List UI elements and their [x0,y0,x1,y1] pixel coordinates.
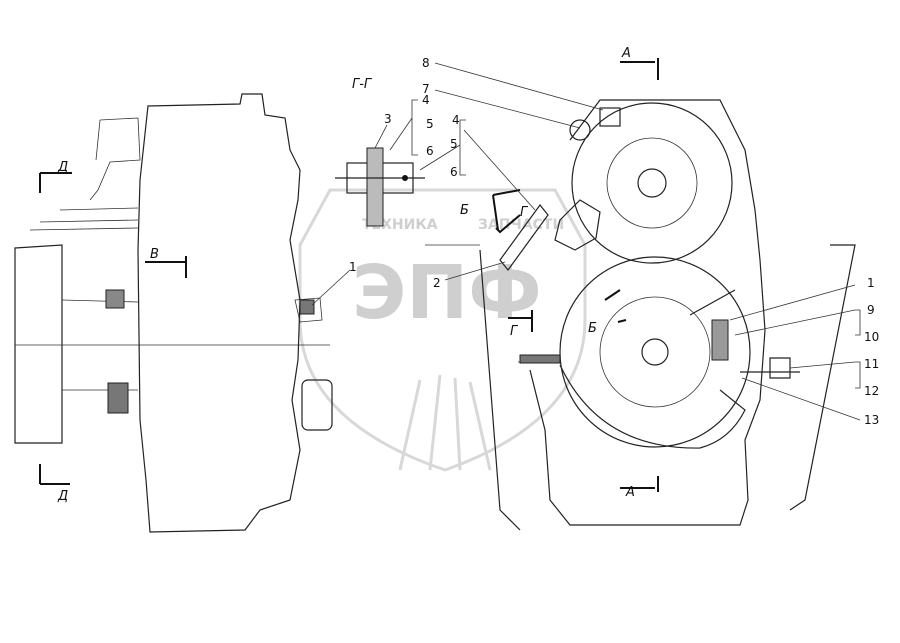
watermark-logo: ЭПФ ТЕХНИКА ЗАПЧАСТИ [298,188,587,472]
callout-7: 7 [422,82,430,96]
section-label-b-lower: Б [588,321,597,336]
section-label-a-top: А [621,46,631,61]
leader-lines [311,62,861,421]
section-markers [39,58,659,492]
left-housing [14,93,333,533]
callout-11: 11 [864,357,879,371]
callout-12: 12 [864,384,879,398]
callout-13: 13 [864,413,879,427]
section-label-v: В [150,247,159,262]
callout-6a: 6 [426,144,434,158]
callout-3: 3 [384,112,392,126]
watermark-subtext-right: ЗАПЧАСТИ [478,217,564,233]
section-label-b-upper: Б [460,203,469,218]
callout-1a: 1 [349,260,357,274]
callout-6b: 6 [450,165,458,179]
section-label-gg: Г-Г [352,77,373,92]
callout-4a: 4 [422,93,430,107]
section-label-g-lower: Г [510,324,519,339]
callout-4b: 4 [452,113,460,127]
callout-8: 8 [422,56,430,70]
callout-10: 10 [864,330,879,344]
section-label-d-top: Д [57,160,68,175]
seal-block-lower [107,382,129,414]
detail-gg [335,147,425,227]
watermark-logo-text: ЭПФ [352,250,542,336]
callout-5b: 5 [450,137,458,151]
section-label-a-bottom: А [625,485,635,500]
section-label-g-upper: Г [520,205,529,220]
seal-block-upper [105,289,125,309]
bracket-lower [301,379,333,431]
label-layer: Г-Г А А Д Д В Б Б Г Г 8 7 4 5 6 3 4 5 6 … [57,46,879,504]
callout-2: 2 [433,276,441,290]
callout-5a: 5 [426,117,434,131]
right-assembly [425,99,856,531]
section-label-d-bottom: Д [57,489,68,504]
callout-9: 9 [867,303,875,317]
callout-1b: 1 [867,276,875,290]
